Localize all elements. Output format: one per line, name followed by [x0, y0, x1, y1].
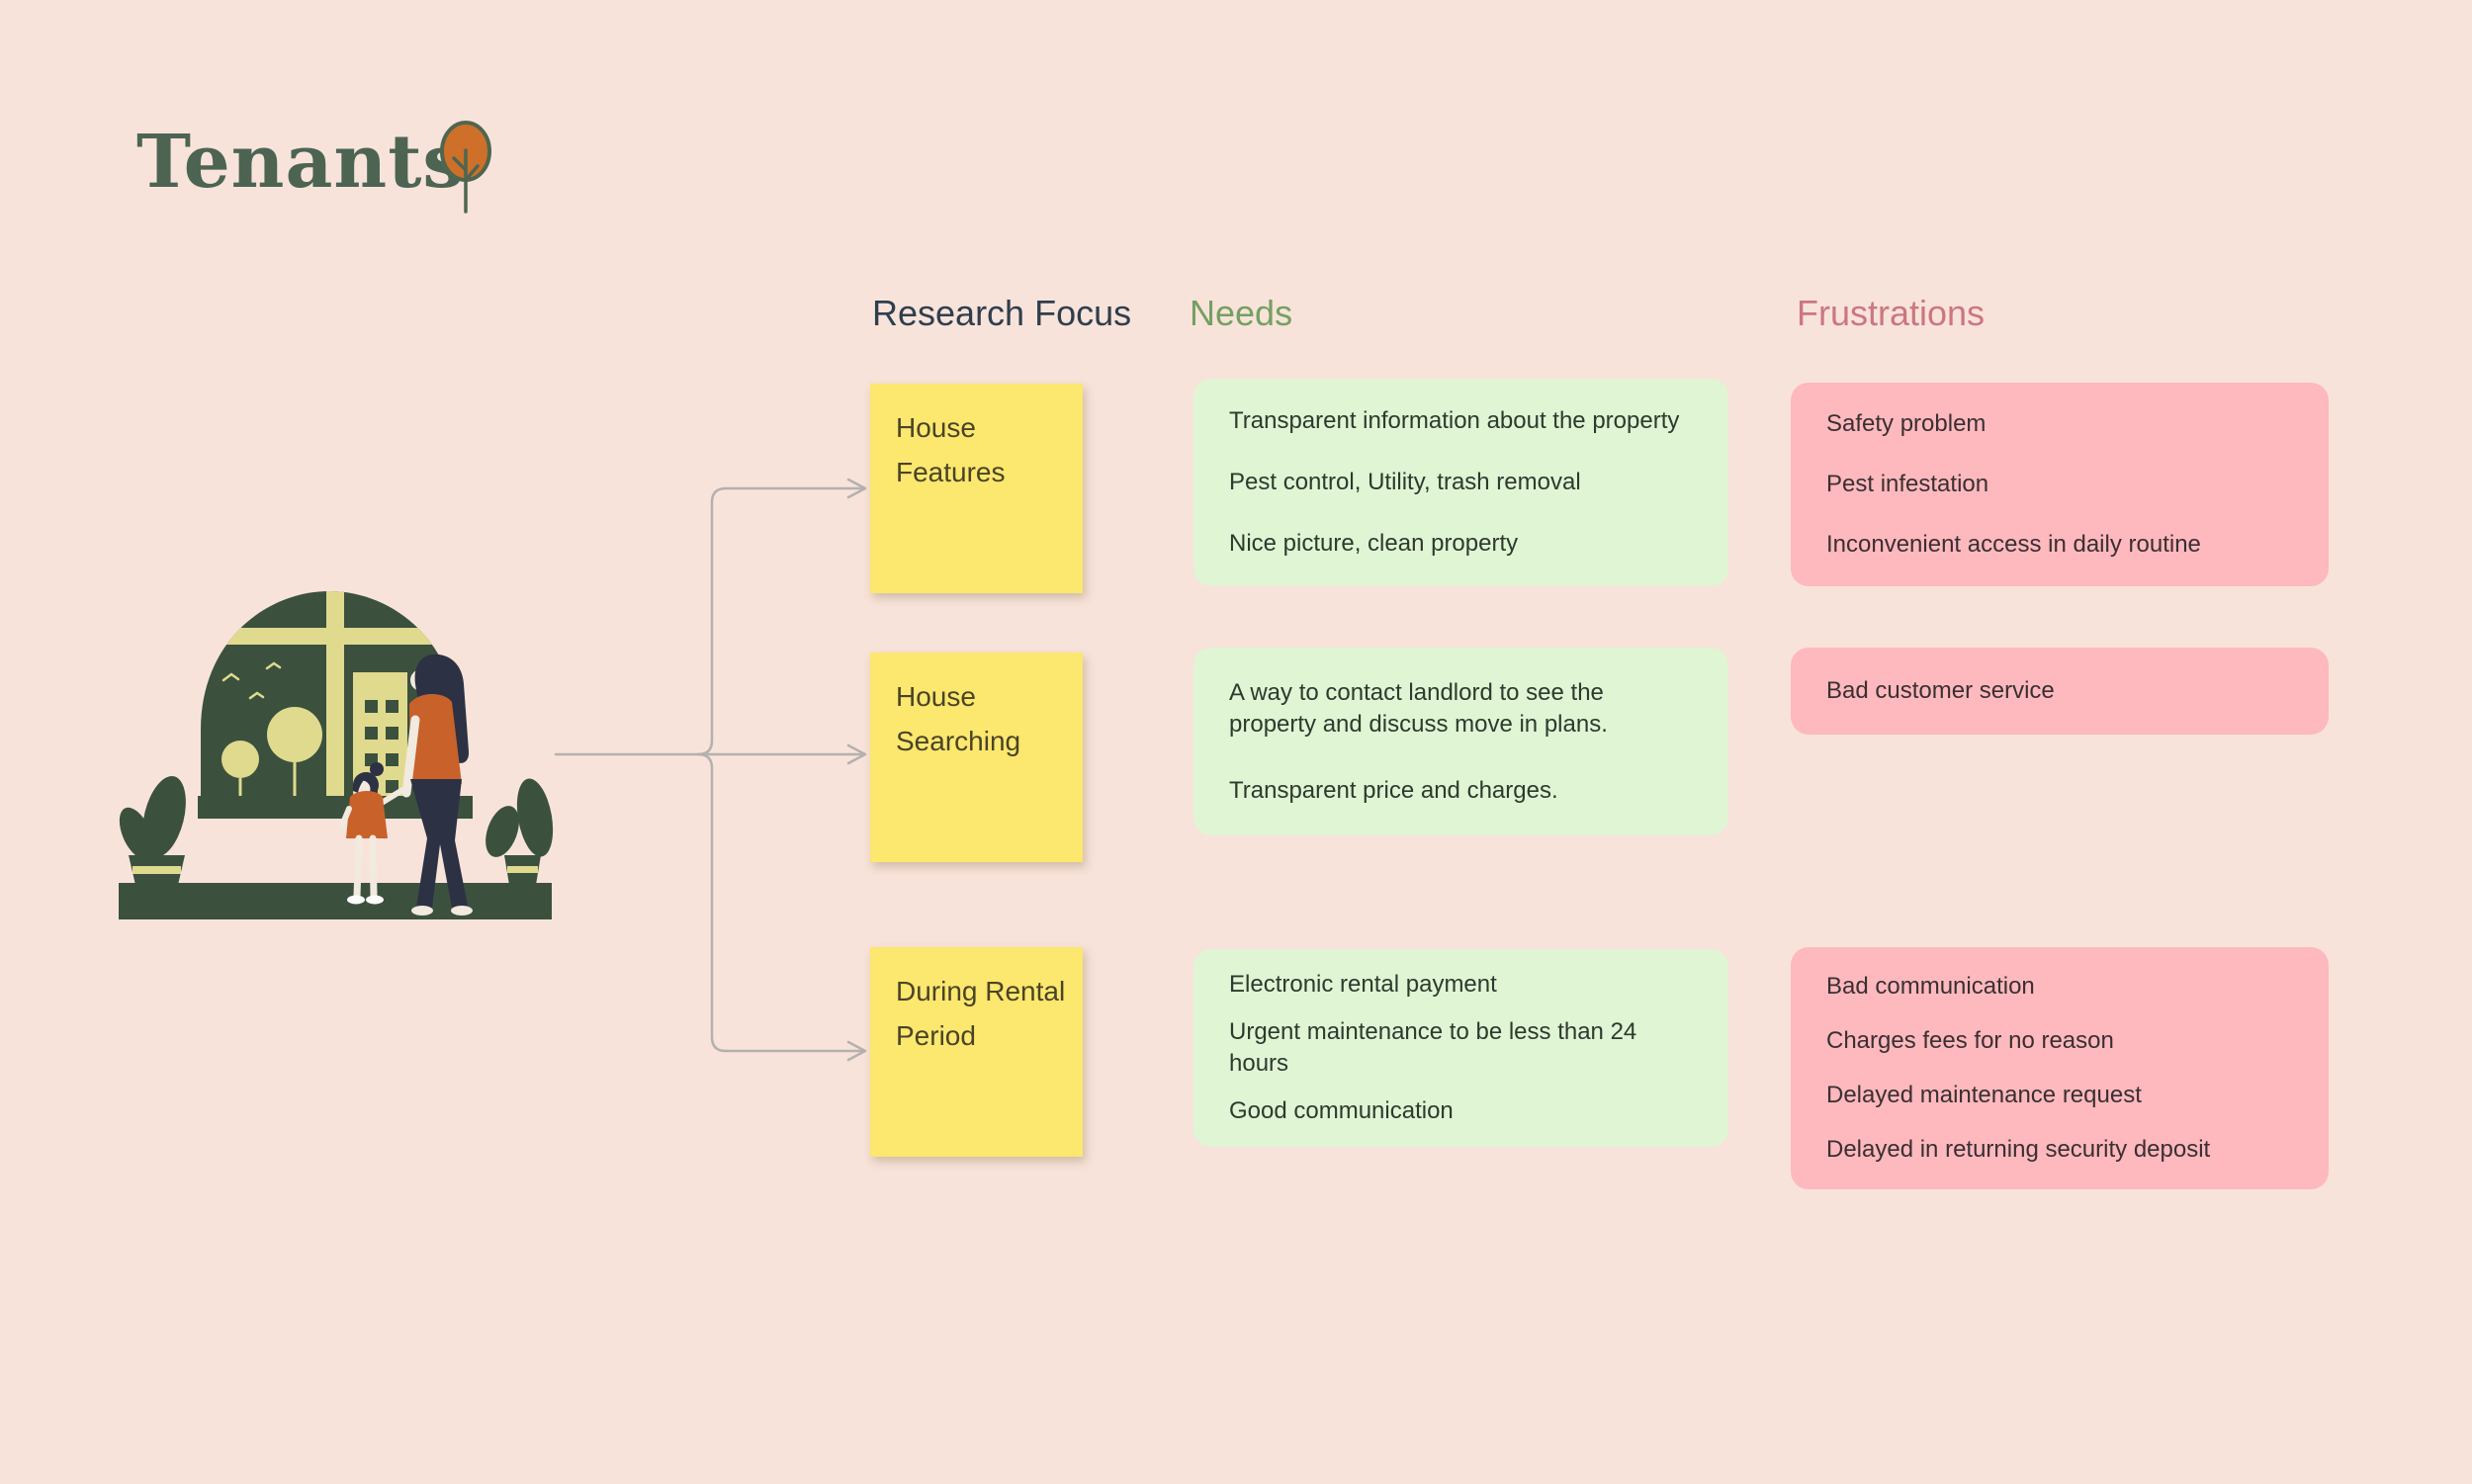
column-header-frustrations: Frustrations	[1797, 293, 1986, 333]
research-focus-note-house-searching[interactable]: House Searching	[870, 653, 1083, 862]
needs-card-house-searching[interactable]: A way to contact landlord to see the pro…	[1193, 648, 1728, 835]
tree-icon	[440, 121, 491, 214]
arrowhead-icon	[846, 1040, 867, 1062]
arrowhead-icon	[846, 478, 867, 499]
frustrations-item: Charges fees for no reason	[1826, 1026, 2114, 1054]
needs-item: A way to contact landlord to see the pro…	[1229, 678, 1608, 738]
child-figure	[339, 762, 405, 905]
arrowhead-icon	[846, 743, 867, 765]
frustrations-item: Delayed in returning security deposit	[1826, 1136, 2211, 1164]
column-header-research-focus: Research Focus	[872, 293, 1132, 333]
needs-item: Transparent information about the proper…	[1229, 407, 1680, 434]
parent-figure	[401, 654, 473, 916]
frustrations-item: Bad communication	[1826, 972, 2035, 1000]
potted-plant-right	[486, 778, 554, 885]
needs-item: Electronic rental payment	[1229, 971, 1497, 998]
page-title: Tenants	[136, 120, 466, 205]
potted-plant-left	[119, 775, 186, 885]
column-header-needs: Needs	[1190, 293, 1293, 333]
needs-item: Good communication	[1229, 1097, 1454, 1124]
research-focus-note-house-features[interactable]: House Features	[870, 384, 1083, 593]
frustrations-item: Pest infestation	[1826, 470, 1989, 497]
note-label: House Searching	[896, 681, 1021, 756]
note-label: House Features	[896, 412, 1006, 487]
needs-card-house-features[interactable]: Transparent information about the proper…	[1193, 379, 1728, 586]
needs-item: Pest control, Utility, trash removal	[1229, 469, 1581, 495]
needs-item: Nice picture, clean property	[1229, 530, 1519, 557]
frustrations-card-house-searching[interactable]: Bad customer service	[1791, 648, 2329, 735]
frustrations-item: Bad customer service	[1826, 677, 2055, 704]
needs-item: Urgent maintenance to be less than 24 ho…	[1229, 1018, 1637, 1077]
frustrations-item: Safety problem	[1826, 410, 1986, 438]
note-label: During Rental Period	[896, 976, 1066, 1051]
frustrations-item: Delayed maintenance request	[1826, 1082, 2142, 1109]
research-focus-note-during-rental-period[interactable]: During Rental Period	[870, 947, 1083, 1157]
needs-item: Transparent price and charges.	[1229, 776, 1558, 804]
tenant-family-illustration[interactable]	[117, 581, 554, 927]
frustrations-item: Inconvenient access in daily routine	[1826, 530, 2201, 558]
